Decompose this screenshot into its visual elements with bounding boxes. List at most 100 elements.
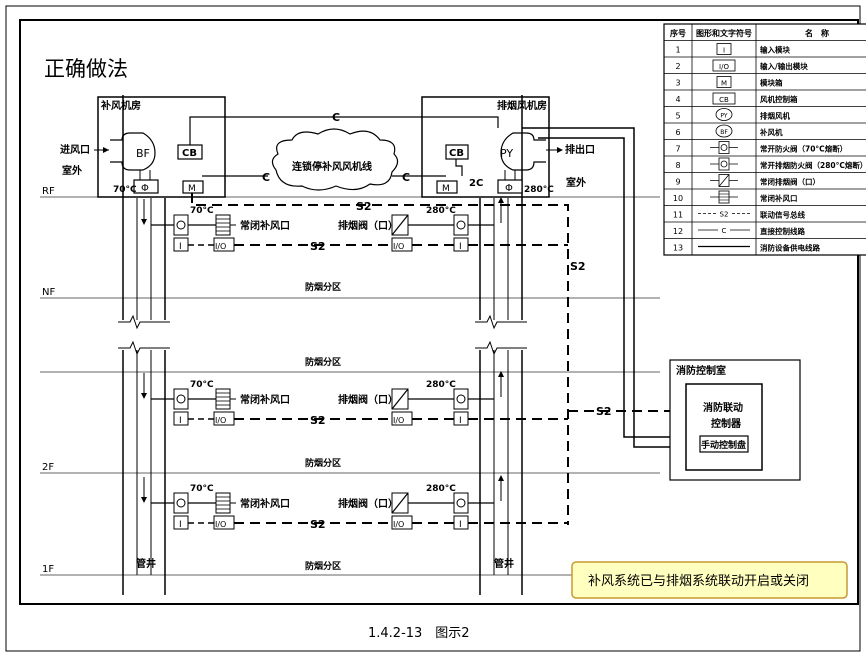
io-module-label: I/O xyxy=(393,242,404,251)
supply-cb-label: CB xyxy=(182,148,197,159)
bf-label: BF xyxy=(136,147,150,160)
legend-fan-symbol xyxy=(715,108,733,121)
exhaust-module-m xyxy=(436,180,458,194)
note-text: 补风系统已与排烟系统联动开启或关闭 xyxy=(588,574,809,589)
damper-circle xyxy=(176,394,186,404)
floor-label-2f: 2F xyxy=(42,462,54,473)
legend-symbol-text: I xyxy=(723,47,725,55)
exhaust-fire-damper-280 xyxy=(497,179,523,194)
s2-branch-label: S2 xyxy=(310,240,326,253)
legend-symbol-text: BF xyxy=(720,129,728,136)
controller-line2: 控制器 xyxy=(711,417,742,430)
fire-damper-280-icon xyxy=(453,492,469,514)
legend-row-name: 常开防火阀（70°C熔断） xyxy=(760,144,847,154)
manual-control-panel xyxy=(699,435,749,453)
legend-header: 名 称 xyxy=(805,28,829,38)
shaft-label-left: 管井 xyxy=(136,557,156,570)
exhaust-cb-label: CB xyxy=(449,148,464,159)
break-marks xyxy=(118,314,527,356)
legend-symbol-box xyxy=(712,59,736,72)
legend-damper-symbol xyxy=(718,157,730,171)
fire-damper-70-icon xyxy=(173,214,189,236)
exhaust-280c-top: 280°C xyxy=(524,185,554,195)
legend-header: 图形和文字符号 xyxy=(696,28,752,38)
legend-row-name: 直接控制线路 xyxy=(760,226,805,236)
exhaust-valve-label: 排烟阀（口） xyxy=(338,497,398,510)
shaft-label-right: 管井 xyxy=(494,557,514,570)
exhaust-valve-label: 排烟阀（口） xyxy=(338,219,398,232)
floor-label-nf: NF xyxy=(42,287,55,298)
inlet-arrowhead xyxy=(103,147,109,153)
legend-symbol-box xyxy=(716,43,732,55)
exhaust-fan-room xyxy=(421,96,550,198)
power-supply-lines xyxy=(522,127,700,448)
temp-70c-label: 70°C xyxy=(190,206,214,216)
c-label-left: C xyxy=(262,171,270,184)
damper-circle xyxy=(176,498,186,508)
legend-row-number: 4 xyxy=(675,95,680,104)
direct-control-lines xyxy=(189,116,499,177)
supply-module-m-label: M xyxy=(188,184,196,194)
supply-outlet-label: 常闭补风口 xyxy=(240,393,290,406)
exhaust-phi: Φ xyxy=(505,183,513,194)
legend-symbol-text: S2 xyxy=(720,211,729,219)
legend-row-name: 风机控制箱 xyxy=(760,94,798,104)
cloud-label: 连锁停补风风机线 xyxy=(292,160,372,173)
diagram-title: 正确做法 xyxy=(44,57,128,81)
legend-row-name: 常闭排烟阀（口） xyxy=(760,177,820,187)
legend-row-number: 5 xyxy=(675,112,680,121)
py-label: PY xyxy=(500,147,513,160)
legend-row-number: 12 xyxy=(673,227,683,236)
manual-panel-label: 手动控制盘 xyxy=(701,439,746,451)
smoke-zone-label: 防烟分区 xyxy=(305,356,341,368)
s2-branch-label: S2 xyxy=(310,414,326,427)
input-module-label: I xyxy=(459,416,462,426)
two-c-label: 2C xyxy=(469,178,483,189)
outlet-label: 排出口 xyxy=(565,143,595,156)
legend-symbol-box xyxy=(712,92,736,105)
legend-row-number: 1 xyxy=(675,46,680,55)
legend-row-number: 11 xyxy=(673,211,683,220)
legend-row-number: 10 xyxy=(673,194,683,203)
legend-row-number: 8 xyxy=(675,161,680,170)
input-module-label: I xyxy=(179,416,182,426)
damper-circle xyxy=(176,220,186,230)
legend-row-name: 常开排烟防火阀（280°C熔断） xyxy=(760,160,866,170)
legend-row-name: 排烟风机 xyxy=(760,111,790,121)
legend-symbol-text: PY xyxy=(720,113,727,120)
supply-70c-top: 70°C xyxy=(113,185,137,195)
legend-symbol-box xyxy=(716,76,732,88)
fire-damper-280-icon xyxy=(453,214,469,236)
supply-outlet-grille-icon xyxy=(215,214,231,236)
temp-280c-label: 280°C xyxy=(426,484,456,494)
interlock-cloud xyxy=(271,128,399,191)
legend-row-name: 输入/输出模块 xyxy=(760,61,808,71)
control-room-label: 消防控制室 xyxy=(676,364,726,377)
temp-280c-label: 280°C xyxy=(426,380,456,390)
io-module-label: I/O xyxy=(215,520,226,529)
legend-row-number: 13 xyxy=(673,244,683,253)
exhaust-module-m-label: M xyxy=(442,184,450,194)
outdoor-label-left: 室外 xyxy=(62,164,82,177)
legend-row-number: 3 xyxy=(675,79,680,88)
caption: 1.4.2-13 图示2 xyxy=(368,626,470,641)
legend-row-name: 补风机 xyxy=(759,127,783,137)
exhaust-valve-label: 排烟阀（口） xyxy=(338,393,398,406)
left-shaft xyxy=(122,95,166,595)
controller-line1: 消防联动 xyxy=(703,401,743,414)
legend-symbol-text: C xyxy=(722,227,727,235)
input-module-label: I xyxy=(179,242,182,252)
s2-branch-label: S2 xyxy=(310,518,326,531)
fire-damper-70-icon xyxy=(173,492,189,514)
exhaust-room-label: 排烟风机房 xyxy=(497,99,547,112)
s2-bus-lines xyxy=(191,193,700,525)
note-box xyxy=(571,561,848,599)
legend-row-name: 常闭补风口 xyxy=(760,193,798,203)
s2-label-top: S2 xyxy=(356,200,372,213)
s2-label-vertical: S2 xyxy=(570,260,586,273)
temp-70c-label: 70°C xyxy=(190,484,214,494)
